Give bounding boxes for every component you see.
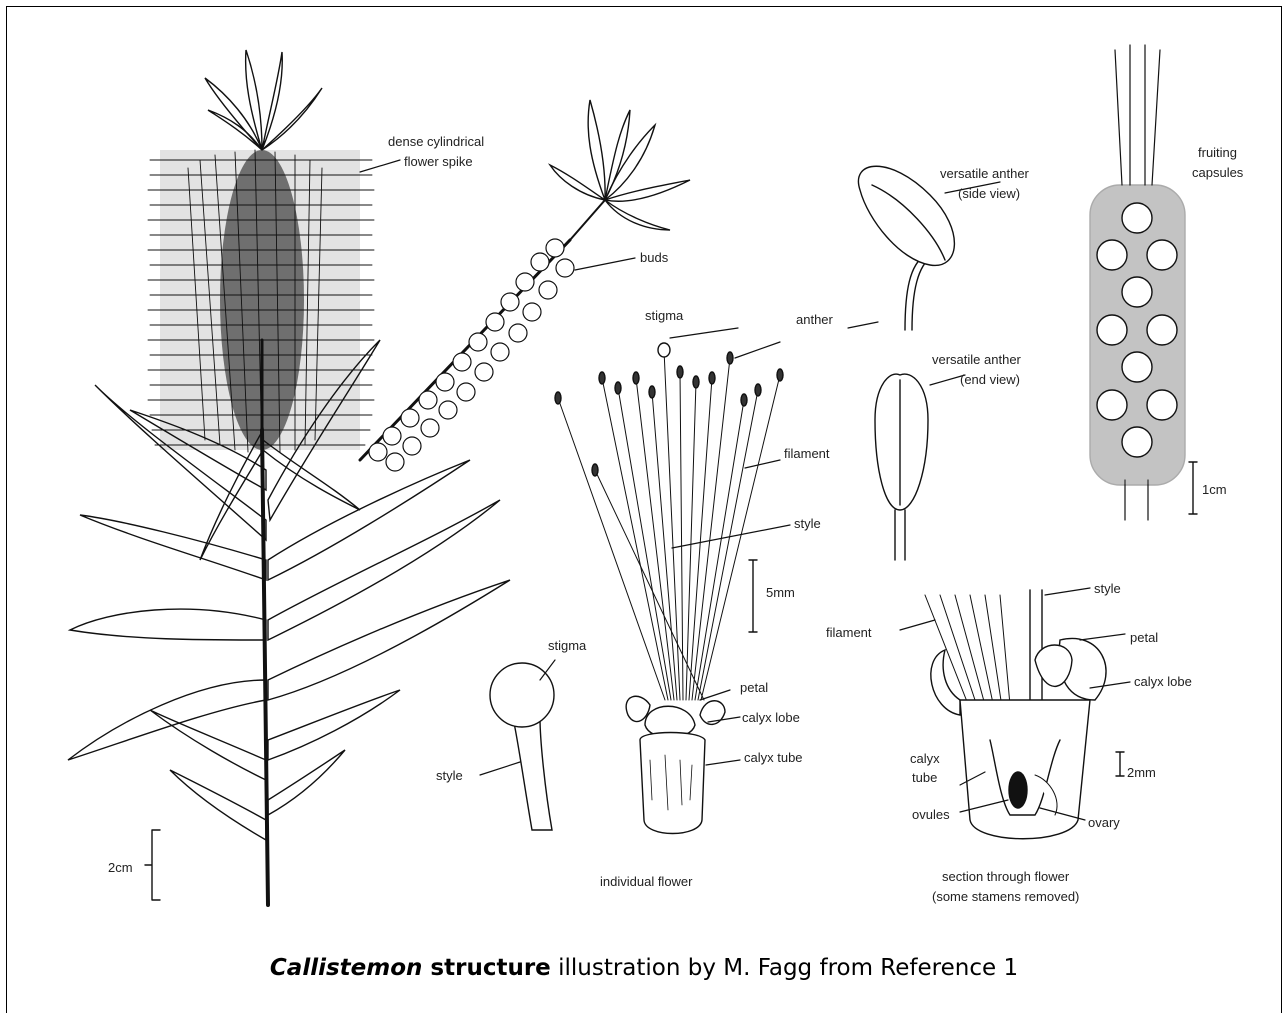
- flower-spike-drawing: [148, 150, 374, 455]
- caption-structure: structure: [430, 955, 550, 981]
- label-section-calyx-lobe: calyx lobe: [1134, 674, 1192, 689]
- label-scale-1cm: 1cm: [1202, 482, 1227, 497]
- label-individual-flower: individual flower: [600, 874, 693, 889]
- stigma-detail-drawing: [490, 663, 554, 830]
- label-ovules: ovules: [912, 807, 950, 822]
- label-stigma-detail: stigma: [548, 638, 587, 653]
- label-ovary: ovary: [1088, 815, 1120, 830]
- caption-rest: illustration by M. Fagg from Reference 1: [558, 955, 1018, 981]
- label-stigma: stigma: [645, 308, 684, 323]
- label-scale-5mm: 5mm: [766, 585, 795, 600]
- label-versatile-side-2: (side view): [958, 186, 1020, 201]
- label-buds: buds: [640, 250, 669, 265]
- caption-genus: Callistemon: [270, 955, 422, 981]
- label-versatile-end-1: versatile anther: [932, 352, 1022, 367]
- label-style-detail: style: [436, 768, 463, 783]
- label-scale-2cm: 2cm: [108, 860, 133, 875]
- label-dense-spike-1: dense cylindrical: [388, 134, 484, 149]
- label-calyx-tube: calyx tube: [744, 750, 803, 765]
- label-section-caption-2: (some stamens removed): [932, 889, 1079, 904]
- label-filament: filament: [784, 446, 830, 461]
- label-versatile-end-2: (end view): [960, 372, 1020, 387]
- label-calyx-lobe: calyx lobe: [742, 710, 800, 725]
- label-dense-spike-2: flower spike: [404, 154, 473, 169]
- label-scale-2mm: 2mm: [1127, 765, 1156, 780]
- label-section-style: style: [1094, 581, 1121, 596]
- label-style: style: [794, 516, 821, 531]
- label-section-calyx-1: calyx: [910, 751, 940, 766]
- label-section-caption-1: section through flower: [942, 869, 1070, 884]
- label-section-filament: filament: [826, 625, 872, 640]
- anther-side-drawing: [858, 166, 954, 330]
- label-anther: anther: [796, 312, 834, 327]
- anther-end-drawing: [875, 374, 928, 560]
- label-section-petal: petal: [1130, 630, 1158, 645]
- label-versatile-side-1: versatile anther: [940, 166, 1030, 181]
- fruiting-capsules-drawing: [1090, 45, 1185, 520]
- label-section-calyx-2: tube: [912, 770, 937, 785]
- label-fruiting-1: fruiting: [1198, 145, 1237, 160]
- label-petal: petal: [740, 680, 768, 695]
- figure-caption: Callistemon structure illustration by M.…: [0, 955, 1288, 981]
- section-flower-drawing: [925, 590, 1106, 839]
- label-fruiting-2: capsules: [1192, 165, 1244, 180]
